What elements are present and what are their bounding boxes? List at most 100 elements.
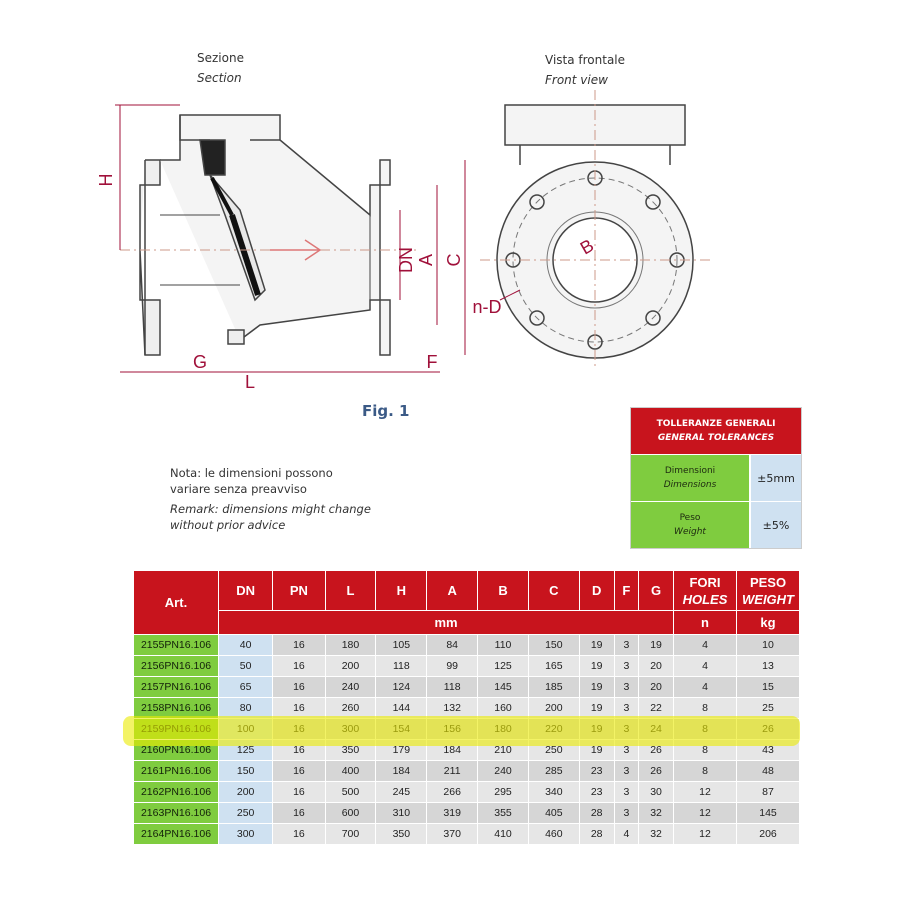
section-label: Sezione Section [197, 51, 244, 85]
table-cell: 144 [375, 697, 428, 719]
units-n: n [673, 610, 737, 635]
note-it-2: variare senza preavviso [170, 482, 307, 496]
table-cell: 4 [673, 676, 737, 698]
dim-label-l: L [245, 372, 255, 392]
table-cell: 150 [217, 760, 274, 782]
units-mm: mm [218, 610, 674, 635]
table-cell: 285 [527, 760, 580, 782]
table-cell: 405 [527, 802, 580, 824]
table-cell: 154 [375, 718, 428, 740]
table-cell: 16 [272, 655, 326, 677]
cell-article: 2159PN16.106 [133, 718, 219, 740]
table-cell: 16 [272, 676, 326, 698]
table-cell: 250 [217, 802, 274, 824]
table-cell: 16 [272, 802, 326, 824]
table-cell: 240 [477, 760, 529, 782]
table-cell: 184 [375, 760, 428, 782]
table-cell: 319 [426, 802, 479, 824]
tolerance-label-it: Peso [679, 513, 701, 523]
table-cell: 19 [638, 634, 674, 656]
table-cell: 8 [673, 760, 737, 782]
cell-article: 2162PN16.106 [133, 781, 219, 803]
col-header-g: G [638, 570, 674, 611]
table-cell: 19 [578, 739, 615, 761]
table-cell: 3 [613, 655, 640, 677]
table-cell: 300 [217, 823, 274, 845]
note-en-1: Remark: dimensions might change [170, 502, 371, 516]
table-cell: 160 [477, 697, 529, 719]
table-cell: 80 [217, 697, 274, 719]
front-view-label-it: Vista frontale [545, 53, 626, 67]
table-cell: 16 [272, 823, 326, 845]
col-header-a: A [426, 570, 479, 611]
table-cell: 16 [272, 634, 326, 656]
note: Nota: le dimensioni possono variare senz… [170, 465, 371, 533]
table-cell: 40 [217, 634, 274, 656]
col-header-pn: PN [272, 570, 326, 611]
table-cell: 145 [477, 676, 529, 698]
table-cell: 350 [324, 739, 377, 761]
col-header-fori-it: FORI [689, 574, 721, 590]
front-view-label-en: Front view [545, 73, 608, 87]
table-cell: 26 [638, 739, 674, 761]
table-cell: 48 [736, 760, 800, 782]
dim-label-c: C [444, 254, 464, 267]
tolerances-title-en: GENERAL TOLERANCES [657, 433, 775, 443]
table-cell: 150 [527, 634, 580, 656]
table-cell: 28 [578, 823, 615, 845]
col-header-peso-it: PESO [749, 574, 787, 590]
table-cell: 65 [217, 676, 274, 698]
dim-label-dn: DN [396, 247, 416, 273]
tolerance-row-weight: Peso Weight ±5% [631, 501, 801, 548]
table-cell: 30 [638, 781, 674, 803]
table-cell: 12 [673, 781, 737, 803]
cell-article: 2156PN16.106 [133, 655, 219, 677]
col-header-holes-en: HOLES [682, 591, 728, 607]
tolerances-title-it: TOLLERANZE GENERALI [656, 419, 776, 429]
table-cell: 24 [638, 718, 674, 740]
table-cell: 300 [324, 718, 377, 740]
table-cell: 12 [673, 823, 737, 845]
table-cell: 99 [426, 655, 479, 677]
table-cell: 28 [578, 802, 615, 824]
section-label-en: Section [197, 71, 242, 85]
tolerance-value: ±5% [751, 502, 801, 548]
tolerances-header: TOLLERANZE GENERALI GENERAL TOLERANCES [631, 408, 801, 454]
note-en-2: without prior advice [170, 518, 286, 532]
table-cell: 12 [673, 802, 737, 824]
table-cell: 266 [426, 781, 479, 803]
table-cell: 110 [477, 634, 529, 656]
table-cell: 200 [527, 697, 580, 719]
table-cell: 32 [638, 802, 674, 824]
table-cell: 295 [477, 781, 529, 803]
table-cell: 700 [324, 823, 377, 845]
tolerance-label-en: Dimensions [663, 480, 717, 490]
cell-article: 2161PN16.106 [133, 760, 219, 782]
table-cell: 340 [527, 781, 580, 803]
table-cell: 26 [638, 760, 674, 782]
table-cell: 26 [736, 718, 800, 740]
table-cell: 16 [272, 697, 326, 719]
dim-label-g: G [193, 352, 207, 372]
table-cell: 16 [272, 739, 326, 761]
table-cell: 3 [613, 760, 640, 782]
cell-article: 2157PN16.106 [133, 676, 219, 698]
table-cell: 210 [477, 739, 529, 761]
table-cell: 23 [578, 781, 615, 803]
table-cell: 20 [638, 676, 674, 698]
table-cell: 32 [638, 823, 674, 845]
tolerance-label: Dimensioni Dimensions [631, 455, 751, 501]
table-cell: 3 [613, 634, 640, 656]
col-header-d: D [578, 570, 615, 611]
table-cell: 310 [375, 802, 428, 824]
table-cell: 250 [527, 739, 580, 761]
dimensions-table: Art. DN PN L H A B C D F G FORI HOLES PE… [133, 570, 800, 845]
table-cell: 25 [736, 697, 800, 719]
table-cell: 240 [324, 676, 377, 698]
